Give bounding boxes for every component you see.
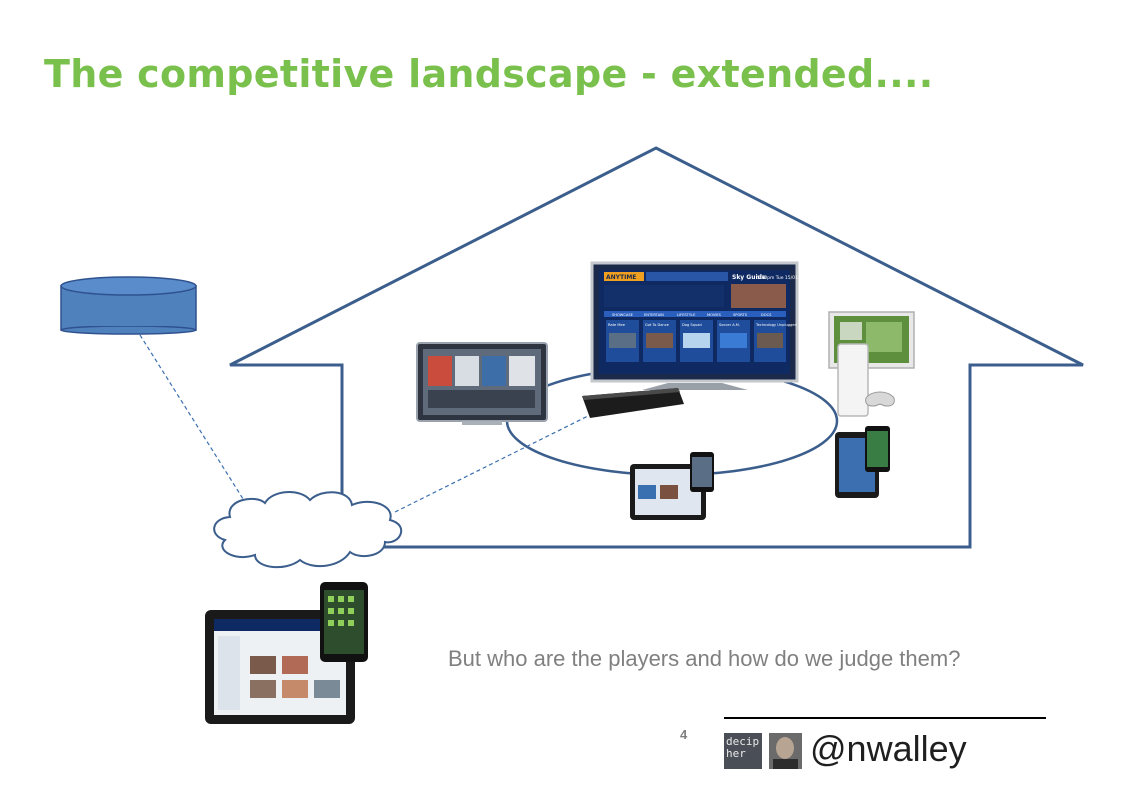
cloud-to-settopbox-link bbox=[394, 414, 591, 513]
tv-tile-title: Got To Dance bbox=[645, 323, 670, 327]
cloud-to-database-link bbox=[139, 334, 251, 511]
tv-tile-title: Dog Squad bbox=[682, 323, 702, 327]
tablet-phone-center-icon bbox=[630, 452, 714, 520]
sky-tv-icon: ANYTIME Sky Guide 5:30pm Tue 15/01 SHOWC… bbox=[590, 261, 799, 390]
tv-tab: ENTERTAIN bbox=[644, 313, 664, 317]
tv-tab: SHOWCASE bbox=[612, 313, 634, 317]
database-icon bbox=[60, 276, 197, 335]
tv-headline: Sky Guide bbox=[732, 274, 766, 281]
tv-brand: ANYTIME bbox=[606, 274, 636, 281]
decipher-logo: decip her bbox=[724, 733, 762, 769]
page-number: 4 bbox=[680, 727, 688, 742]
tv-tab: SPORTS bbox=[733, 313, 748, 317]
footer-divider bbox=[724, 717, 1046, 719]
smart-tv-icon bbox=[416, 342, 548, 425]
cloud-icon bbox=[213, 491, 403, 569]
tv-tab: MOVIES bbox=[707, 313, 722, 317]
avatar bbox=[769, 733, 802, 769]
tv-tab: DOCS bbox=[761, 313, 772, 317]
twitter-handle[interactable]: @nwalley bbox=[810, 728, 967, 769]
slide-title: The competitive landscape - extended.... bbox=[44, 52, 934, 96]
slide-question: But who are the players and how do we ju… bbox=[448, 646, 961, 671]
house-outline bbox=[229, 146, 1084, 549]
tv-tile-title: Rate Mee bbox=[608, 323, 626, 327]
tv-tile-title: Soccer A.M. bbox=[719, 323, 740, 327]
tablet-phone-right-icon bbox=[835, 426, 890, 498]
tv-tile-title: Technology Unplugged bbox=[755, 323, 797, 327]
games-console-icon bbox=[828, 311, 915, 417]
tv-tab: LIFESTYLE bbox=[677, 313, 696, 317]
set-top-box-icon bbox=[582, 388, 684, 418]
decipher-logo-text: decip her bbox=[726, 735, 760, 760]
tv-time: 5:30pm Tue 15/01 bbox=[757, 275, 798, 281]
tablet-phone-mobile-icon bbox=[205, 582, 368, 724]
